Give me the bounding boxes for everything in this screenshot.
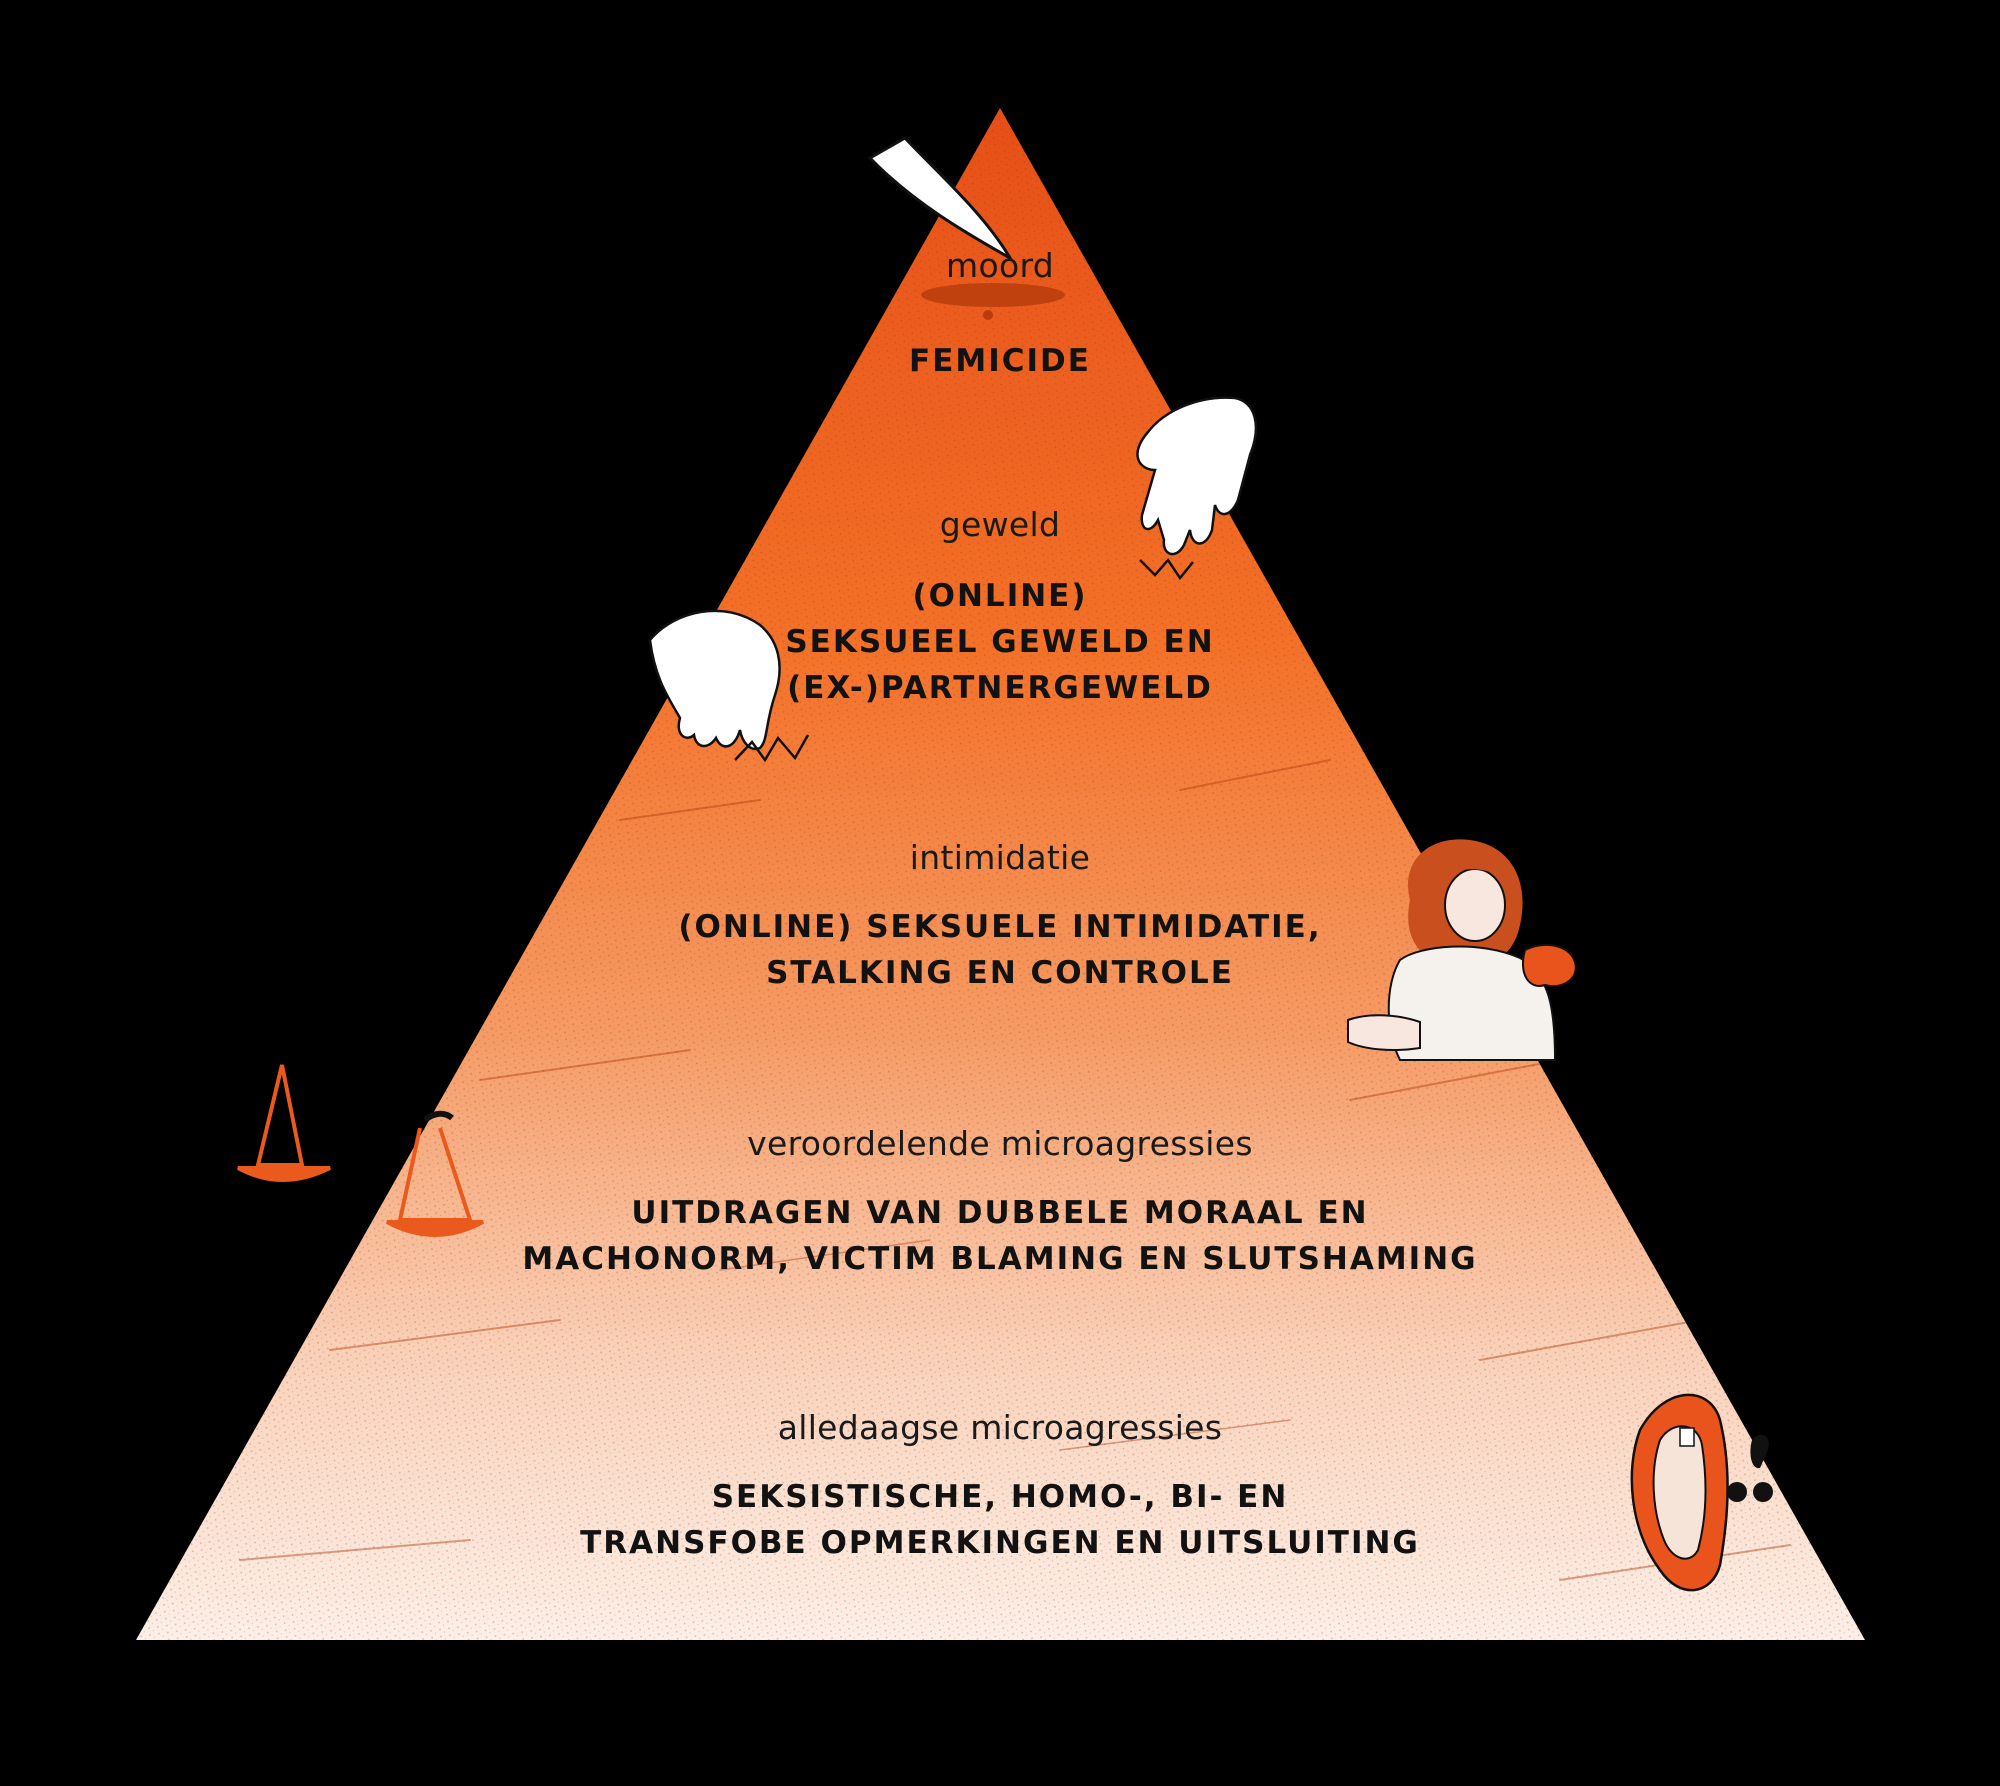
shouting-mouth-illustration xyxy=(1630,1393,1773,1592)
heading-line: UITDRAGEN VAN DUBBELE MORAAL EN xyxy=(631,1195,1369,1231)
heading-line: MACHONORM, VICTIM BLAMING EN SLUTSHAMING xyxy=(522,1241,1478,1277)
level-heading-geweld: (ONLINE) SEKSUEEL GEWELD EN (EX-)PARTNER… xyxy=(0,573,2000,711)
heading-line: TRANSFOBE OPMERKINGEN EN UITSLUITING xyxy=(580,1525,1420,1561)
level-category-geweld: geweld xyxy=(939,505,1061,544)
level-category-moord: moord xyxy=(946,246,1054,285)
reaching-hand-illustration xyxy=(648,609,810,763)
heading-line: (EX-)PARTNERGEWELD xyxy=(787,670,1213,706)
level-heading-veroordelende: UITDRAGEN VAN DUBBELE MORAAL EN MACHONOR… xyxy=(0,1190,2000,1282)
level-category-alledaagse: alledaagse microagressies xyxy=(777,1408,1223,1447)
level-heading-intimidatie: (ONLINE) SEKSUELE INTIMIDATIE, STALKING … xyxy=(0,904,2000,996)
level-heading-femicide: FEMICIDE xyxy=(0,338,2000,384)
scales-illustration xyxy=(237,1064,484,1237)
grabbing-hand-illustration xyxy=(1136,396,1258,581)
speckle-strokes xyxy=(239,759,1791,1581)
heading-line: FEMICIDE xyxy=(909,343,1091,379)
heading-line: STALKING EN CONTROLE xyxy=(766,955,1234,991)
heading-line: (ONLINE) SEKSUELE INTIMIDATIE, xyxy=(678,909,1322,945)
knife-illustration xyxy=(867,136,1065,320)
level-category-intimidatie: intimidatie xyxy=(909,838,1091,877)
heading-line: SEKSISTISCHE, HOMO-, BI- EN xyxy=(711,1479,1289,1515)
heading-line: (ONLINE) xyxy=(912,578,1088,614)
level-category-veroordelende: veroordelende microagressies xyxy=(747,1124,1253,1163)
heading-line: SEKSUEEL GEWELD EN xyxy=(785,624,1215,660)
level-heading-alledaagse: SEKSISTISCHE, HOMO-, BI- EN TRANSFOBE OP… xyxy=(0,1474,2000,1566)
woman-illustration xyxy=(1347,839,1577,1061)
